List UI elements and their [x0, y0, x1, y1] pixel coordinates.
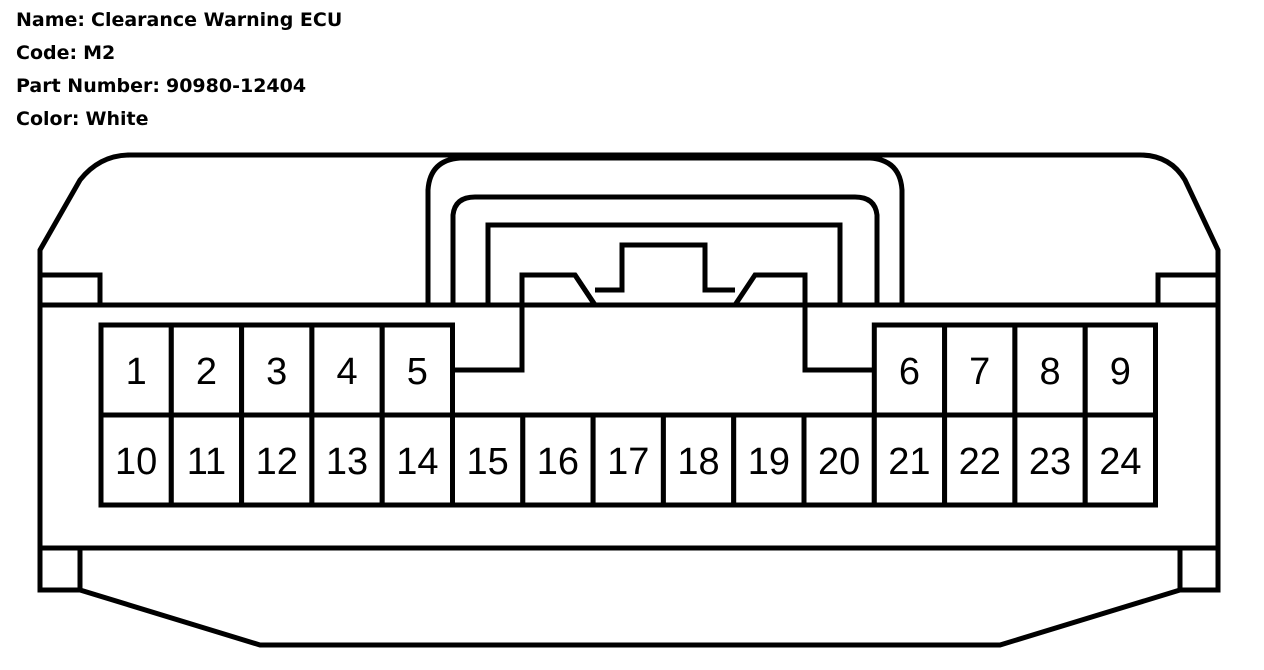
latch-key-left-slope	[572, 273, 598, 307]
pin-number-3: 3	[266, 351, 287, 393]
pin-number-6: 6	[899, 351, 920, 393]
pin-number-7: 7	[969, 351, 990, 393]
color-value: White	[85, 108, 149, 130]
part-number-label: Part Number:	[16, 75, 160, 97]
pin-cavity-18	[660, 412, 737, 508]
pin-cavity-15	[450, 412, 526, 508]
pin-cavity-7	[942, 322, 1018, 418]
pin-number-11: 11	[187, 441, 226, 483]
color-label: Color:	[16, 108, 80, 130]
pin-number-13: 13	[326, 441, 368, 483]
pin-cavity-23	[1012, 412, 1088, 508]
connector-info: Name:Clearance Warning ECU Code:M2 Part …	[16, 4, 342, 136]
latch-frame	[485, 222, 843, 308]
pin-number-2: 2	[196, 351, 217, 393]
pin-number-15: 15	[467, 441, 509, 483]
pin-number-12: 12	[256, 441, 298, 483]
pin-number-9: 9	[1110, 351, 1131, 393]
pin-number-10: 10	[115, 441, 157, 483]
part-number-value: 90980-12404	[165, 75, 307, 97]
pin-cavity-24	[1082, 412, 1158, 508]
pin-number-5: 5	[407, 351, 428, 393]
color-row: Color:White	[16, 103, 342, 136]
name-row: Name:Clearance Warning ECU	[16, 4, 342, 37]
pin-number-16: 16	[537, 441, 579, 483]
pin-number-1: 1	[126, 351, 147, 393]
pin-number-20: 20	[818, 441, 860, 483]
pin-cavity-2	[168, 322, 245, 418]
pin-cavity-20	[801, 412, 877, 508]
code-row: Code:M2	[16, 37, 342, 70]
pin-number-24: 24	[1099, 441, 1141, 483]
housing-left-notch	[40, 272, 103, 305]
pin-cavity-17	[590, 412, 666, 508]
part-number-row: Part Number:90980-12404	[16, 70, 342, 103]
pin-number-19: 19	[748, 441, 790, 483]
pin-cavity-21	[871, 412, 948, 508]
pin-number-17: 17	[607, 441, 649, 483]
code-value: M2	[83, 42, 116, 64]
pin-number-4: 4	[336, 351, 357, 393]
housing-right-notch	[1155, 272, 1218, 305]
pin-row-top-right: 6 7 8 9	[871, 322, 1158, 418]
pin-number-14: 14	[396, 441, 438, 483]
lock-tab-inner	[450, 194, 880, 305]
lock-tab-outer	[425, 155, 905, 305]
pin-number-18: 18	[677, 441, 719, 483]
pin-number-23: 23	[1029, 441, 1071, 483]
pin-cavity-14	[379, 412, 456, 508]
pin-number-8: 8	[1039, 351, 1060, 393]
pin-cavity-8	[1012, 322, 1088, 418]
pin-number-21: 21	[888, 441, 930, 483]
name-value: Clearance Warning ECU	[91, 9, 343, 31]
name-label: Name:	[16, 9, 86, 31]
pin-row-top-left: 1 2 3 4 5	[98, 322, 456, 418]
pin-number-22: 22	[959, 441, 1001, 483]
pin-row-bottom: 10 11 12 13 14 15 16 17 18 19 20 21 22 23 24	[98, 412, 1158, 508]
code-label: Code:	[16, 42, 78, 64]
pin-cavity-6	[871, 322, 948, 418]
